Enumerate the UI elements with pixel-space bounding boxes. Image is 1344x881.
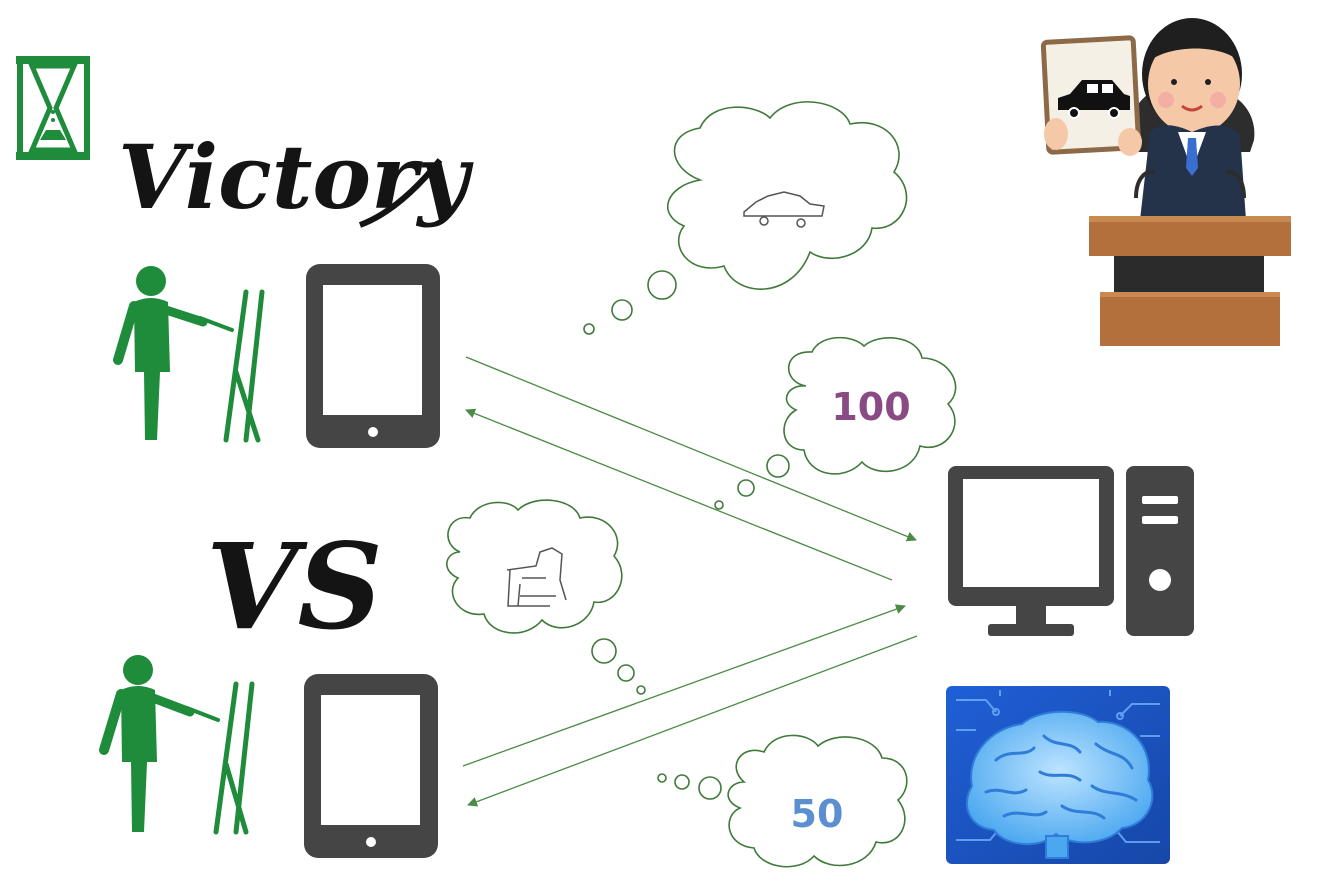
hourglass-icon [16, 56, 90, 160]
brush-stroke-decoration [358, 158, 443, 228]
top-score-value: 100 [831, 385, 910, 429]
vs-label: VS [206, 517, 383, 656]
data-flow-arrows [462, 356, 918, 807]
presenter-with-car-card-icon [1040, 18, 1291, 346]
arrow-return-top [465, 408, 893, 581]
painter-at-easel-icon [99, 655, 255, 835]
tablet-icon [304, 674, 438, 858]
desktop-computer-icon [948, 466, 1194, 636]
arrow-upload-top [465, 356, 917, 542]
arrow-upload-bottom [462, 604, 906, 767]
thought-cloud-car-doodle [583, 101, 908, 335]
score-cloud-bottom [657, 734, 908, 868]
score-cloud-top [714, 336, 957, 510]
ai-brain-icon [946, 686, 1170, 864]
victory-title: Victory [118, 125, 474, 229]
bottom-score-value: 50 [791, 792, 844, 836]
tablet-icon [306, 264, 440, 448]
thought-cloud-vehicle-doodle [446, 499, 646, 695]
arrow-return-bottom [467, 635, 918, 807]
painter-at-easel-icon [113, 266, 265, 443]
